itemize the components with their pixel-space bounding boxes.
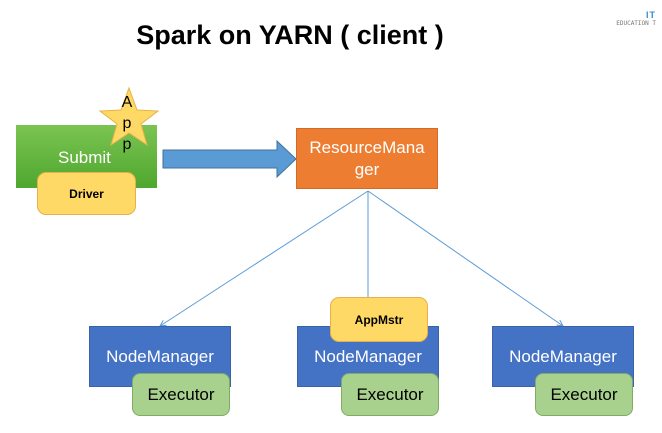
logo-text: IT <box>646 10 656 20</box>
app-letter-3: p <box>122 136 132 153</box>
app-master-box: AppMstr <box>330 297 428 342</box>
submit-to-rm-arrow <box>162 139 297 179</box>
submit-label: Submit <box>58 148 111 167</box>
rm-to-nm1-arrow <box>160 190 369 326</box>
node-manager-1-label: NodeManager <box>106 347 214 366</box>
executor-1: Executor <box>132 373 230 416</box>
logo: IT EDUCATION T <box>616 10 656 27</box>
resource-manager-label-line1: ResourceMana <box>309 137 425 157</box>
driver-box: Driver <box>37 172 136 215</box>
page-title: Spark on YARN ( client ) <box>136 20 444 50</box>
app-letter-1: A <box>121 94 133 111</box>
executor-3: Executor <box>535 373 633 416</box>
logo-subtext: EDUCATION T <box>616 20 656 27</box>
resource-manager-label-line2: ger <box>354 159 380 179</box>
executor-2: Executor <box>341 373 439 416</box>
node-manager-2-label: NodeManager <box>314 347 422 366</box>
app-letter-2: p <box>122 115 132 132</box>
app-star-label: A p p <box>117 92 137 155</box>
resource-manager-box: ResourceMana ger <box>296 128 438 189</box>
rm-to-nm3-arrow <box>367 190 563 326</box>
node-manager-3-label: NodeManager <box>509 347 617 366</box>
